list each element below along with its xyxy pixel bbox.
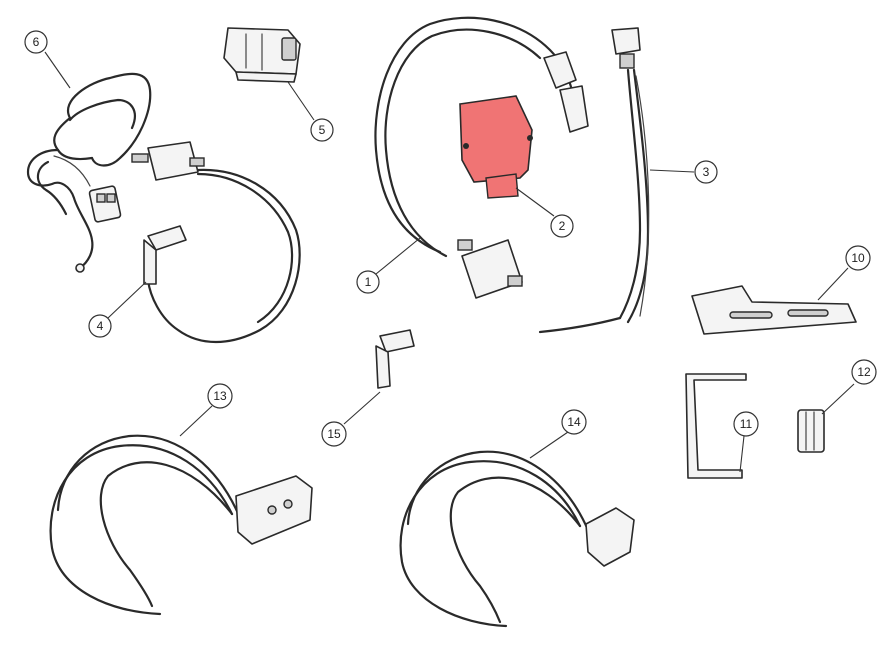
svg-text:4: 4 xyxy=(97,319,104,333)
svg-text:15: 15 xyxy=(327,427,341,441)
part-15-plug-cap[interactable] xyxy=(375,329,415,389)
callout-4: 4 xyxy=(88,314,112,338)
part-11-l-bracket[interactable] xyxy=(685,373,747,479)
svg-text:1: 1 xyxy=(365,275,372,289)
part-1-ignition-coil-lead[interactable] xyxy=(374,16,589,299)
part-4-ignition-coil[interactable] xyxy=(131,141,301,344)
svg-text:10: 10 xyxy=(851,251,865,265)
callout-leaders xyxy=(44,51,855,473)
callout-14: 14 xyxy=(561,409,587,435)
callout-11: 11 xyxy=(733,411,759,437)
svg-text:5: 5 xyxy=(319,123,326,137)
callout-3: 3 xyxy=(694,160,718,184)
callout-10: 10 xyxy=(845,245,871,271)
svg-text:13: 13 xyxy=(213,389,227,403)
part-5-relay-block[interactable] xyxy=(223,27,301,83)
callout-6: 6 xyxy=(24,30,48,54)
callout-13: 13 xyxy=(207,383,233,409)
part-10-bracket[interactable] xyxy=(691,285,857,335)
callout-15: 15 xyxy=(321,421,347,447)
callout-12: 12 xyxy=(851,359,877,385)
callout-2: 2 xyxy=(550,214,574,238)
callout-5: 5 xyxy=(310,118,334,142)
part-13-switch-loop[interactable] xyxy=(49,434,313,616)
part-12-sleeve[interactable] xyxy=(797,409,825,453)
svg-text:3: 3 xyxy=(703,165,710,179)
part-2-cdi-unit[interactable] xyxy=(459,95,533,199)
callout-1: 1 xyxy=(356,270,380,294)
part-3-wiring-loom[interactable] xyxy=(538,27,650,334)
svg-text:6: 6 xyxy=(33,35,40,49)
svg-text:14: 14 xyxy=(567,415,581,429)
svg-text:2: 2 xyxy=(559,219,566,233)
part-14-switch-loop[interactable] xyxy=(399,450,635,628)
part-6-wiring-harness[interactable] xyxy=(26,72,152,273)
svg-text:12: 12 xyxy=(857,365,871,379)
svg-text:11: 11 xyxy=(740,417,753,431)
